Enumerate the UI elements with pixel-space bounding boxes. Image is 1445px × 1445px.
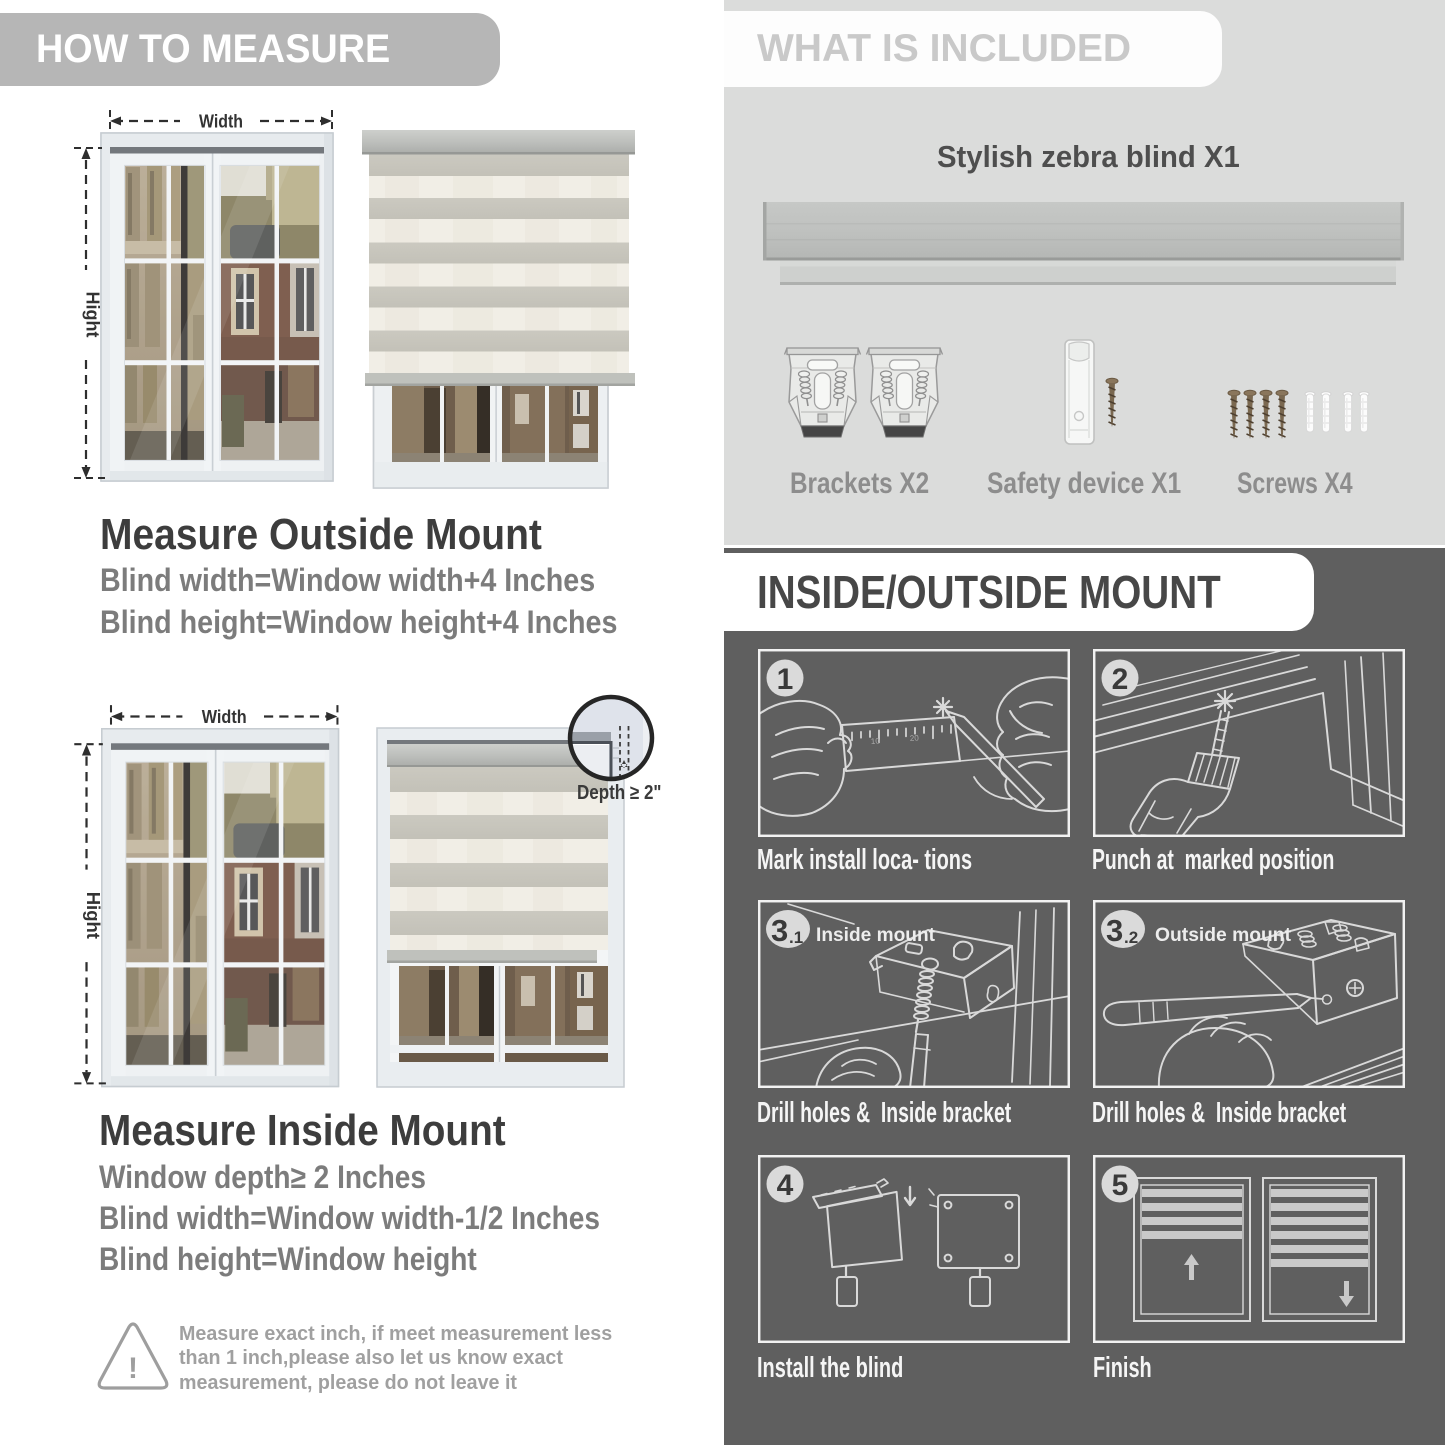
svg-text:2: 2: [1112, 663, 1129, 696]
svg-text:20: 20: [910, 733, 920, 743]
svg-text:5: 5: [1112, 1169, 1129, 1202]
svg-text:10: 10: [871, 736, 881, 746]
svg-text:Outside mount: Outside mount: [1155, 924, 1291, 946]
svg-text:!: !: [128, 1352, 138, 1385]
svg-text:3: 3: [1106, 913, 1123, 948]
svg-text:3: 3: [771, 913, 788, 948]
svg-text:.2: .2: [1124, 928, 1138, 947]
svg-text:4: 4: [777, 1169, 794, 1202]
svg-text:Inside mount: Inside mount: [816, 924, 935, 946]
svg-text:.1: .1: [789, 928, 803, 947]
svg-text:1: 1: [777, 663, 794, 696]
